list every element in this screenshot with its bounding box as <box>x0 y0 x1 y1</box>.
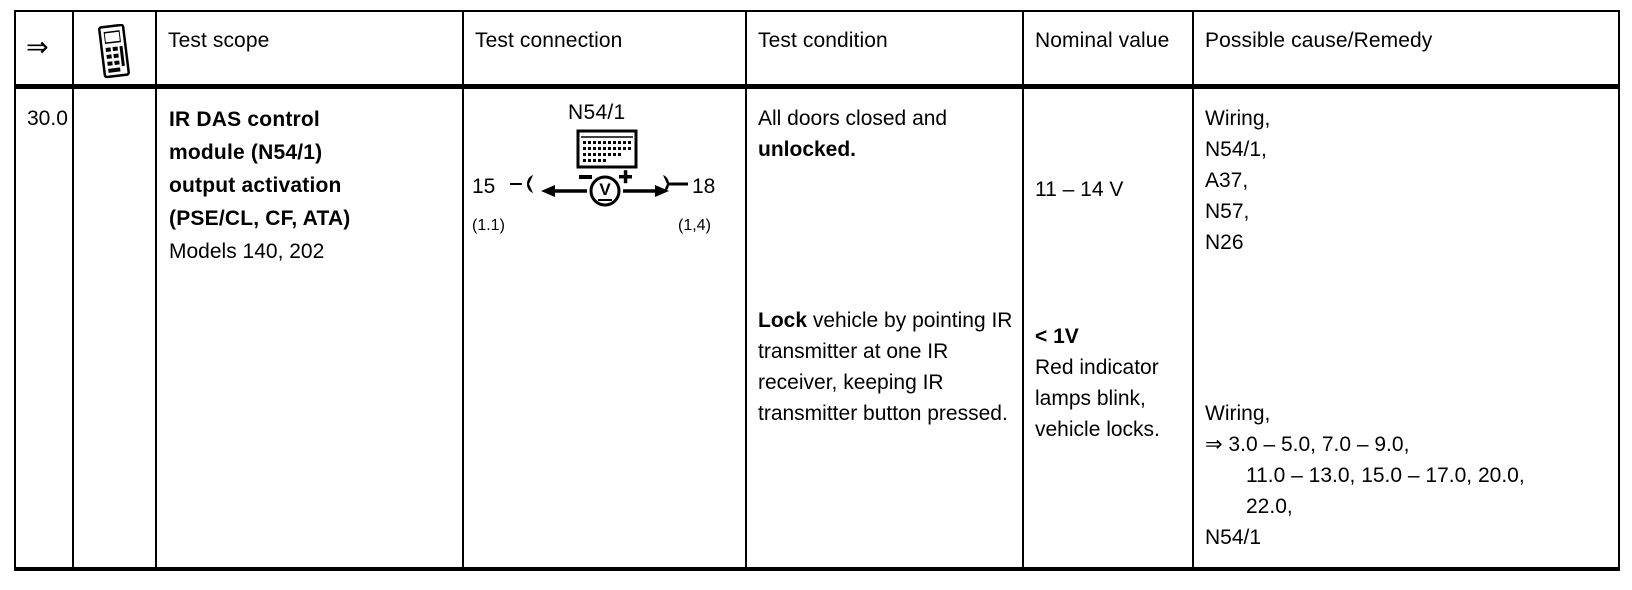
scope-line-4: (PSE/CL, CF, ATA) <box>169 207 351 230</box>
double-right-arrow-icon: ⇒ <box>26 32 49 62</box>
table-header: ⇒ <box>14 11 1620 89</box>
terminal-left-label: 15 <box>472 175 496 198</box>
cell-test-condition: All doors closed and unlocked. Lock vehi… <box>745 86 1024 571</box>
remedy-1-line-4: N57, <box>1205 200 1250 223</box>
remedy-spacer <box>1205 258 1618 398</box>
header-row: ⇒ <box>14 11 1620 89</box>
remedy-text: Wiring, N54/1, A37, N57, N26 Wiring, ⇒ 3… <box>1194 89 1618 553</box>
cell-tester-tool <box>72 86 157 571</box>
table-body: 30.0 IR DAS control module (N54/1) outpu… <box>14 86 1620 571</box>
header-test-condition: Test condition <box>745 11 1024 89</box>
header-possible-cause-label: Possible cause/Remedy <box>1205 29 1433 52</box>
handheld-tester-icon <box>96 23 155 84</box>
table-row: 30.0 IR DAS control module (N54/1) outpu… <box>14 86 1620 571</box>
condition-1-line-2: unlocked. <box>758 138 857 161</box>
header-test-scope: Test scope <box>155 11 464 89</box>
header-test-connection-label: Test connection <box>475 29 623 52</box>
cell-possible-cause-remedy: Wiring, N54/1, A37, N57, N26 Wiring, ⇒ 3… <box>1192 86 1620 571</box>
header-tester-tool <box>72 11 157 89</box>
header-test-condition-label: Test condition <box>758 29 888 52</box>
remedy-2-line-5: N54/1 <box>1205 526 1262 549</box>
header-nominal-value-label: Nominal value <box>1035 29 1170 52</box>
header-test-scope-label: Test scope <box>168 29 270 52</box>
header-test-connection: Test connection <box>462 11 747 89</box>
remedy-2-line-4: 22.0, <box>1246 495 1293 518</box>
terminal-right-label: 18 <box>692 175 716 198</box>
cell-test-scope: IR DAS control module (N54/1) output act… <box>155 86 464 571</box>
header-reference-arrow: ⇒ <box>14 11 74 89</box>
condition-1-line-1: All doors closed and <box>758 107 948 130</box>
nominal-2-value: < 1V <box>1035 325 1079 348</box>
scope-line-3: output activation <box>169 174 342 197</box>
voltmeter-symbol-icon: V <box>539 167 671 213</box>
scope-line-5: Models 140, 202 <box>169 240 325 263</box>
test-specification-table: ⇒ <box>14 10 1620 571</box>
nominal-1-value: 11 – 14 V <box>1035 178 1124 201</box>
remedy-2-line-3: 11.0 – 13.0, 15.0 – 17.0, 20.0, <box>1246 464 1525 487</box>
connector-right-icon <box>660 171 694 203</box>
nominal-spacer-mid <box>1035 205 1192 321</box>
pin-left-label: (1.1) <box>472 217 505 234</box>
remedy-1-line-5: N26 <box>1205 231 1244 254</box>
header-nominal-value: Nominal value <box>1022 11 1194 89</box>
condition-2-line-3: receiver, keeping IR <box>758 371 944 394</box>
remedy-1-line-1: Wiring, <box>1205 107 1271 130</box>
connection-schematic: N54/1 <box>464 89 747 269</box>
pin-right-label: (1,4) <box>678 217 711 234</box>
remedy-1-line-2: N54/1, <box>1205 138 1267 161</box>
condition-spacer <box>758 165 1022 305</box>
header-possible-cause: Possible cause/Remedy <box>1192 11 1620 89</box>
remedy-2-line-1: Wiring, <box>1205 402 1271 425</box>
reference-number: 30.0 <box>27 107 68 130</box>
nominal-spacer-top <box>1035 89 1192 174</box>
condition-2-line-2: transmitter at one IR <box>758 340 949 363</box>
test-condition-text: All doors closed and unlocked. Lock vehi… <box>747 89 1022 429</box>
cell-reference-number: 30.0 <box>14 86 74 571</box>
nominal-2-line-3: lamps blink, <box>1035 387 1146 410</box>
scope-line-1: IR DAS control <box>169 108 320 131</box>
cell-test-connection: N54/1 <box>462 86 747 571</box>
nominal-2-line-4: vehicle locks. <box>1035 418 1160 441</box>
remedy-2-line-2: ⇒ 3.0 – 5.0, 7.0 – 9.0, <box>1205 433 1410 456</box>
nominal-2-line-2: Red indicator <box>1035 356 1159 379</box>
connector-left-icon <box>510 171 536 203</box>
svg-text:V: V <box>599 180 611 199</box>
scope-line-2: module (N54/1) <box>169 141 323 164</box>
nominal-value-text: 11 – 14 V < 1V Red indicator lamps blink… <box>1024 89 1192 445</box>
schematic-component-label: N54/1 <box>568 101 626 124</box>
control-module-icon <box>576 129 638 175</box>
test-scope-text: IR DAS control module (N54/1) output act… <box>157 89 462 268</box>
condition-2-line-1-rest: vehicle by pointing IR <box>807 309 1013 332</box>
cell-nominal-value: 11 – 14 V < 1V Red indicator lamps blink… <box>1022 86 1194 571</box>
condition-2-line-4: transmitter button pressed. <box>758 402 1008 425</box>
remedy-1-line-3: A37, <box>1205 169 1249 192</box>
condition-2-keyword: Lock <box>758 309 808 332</box>
